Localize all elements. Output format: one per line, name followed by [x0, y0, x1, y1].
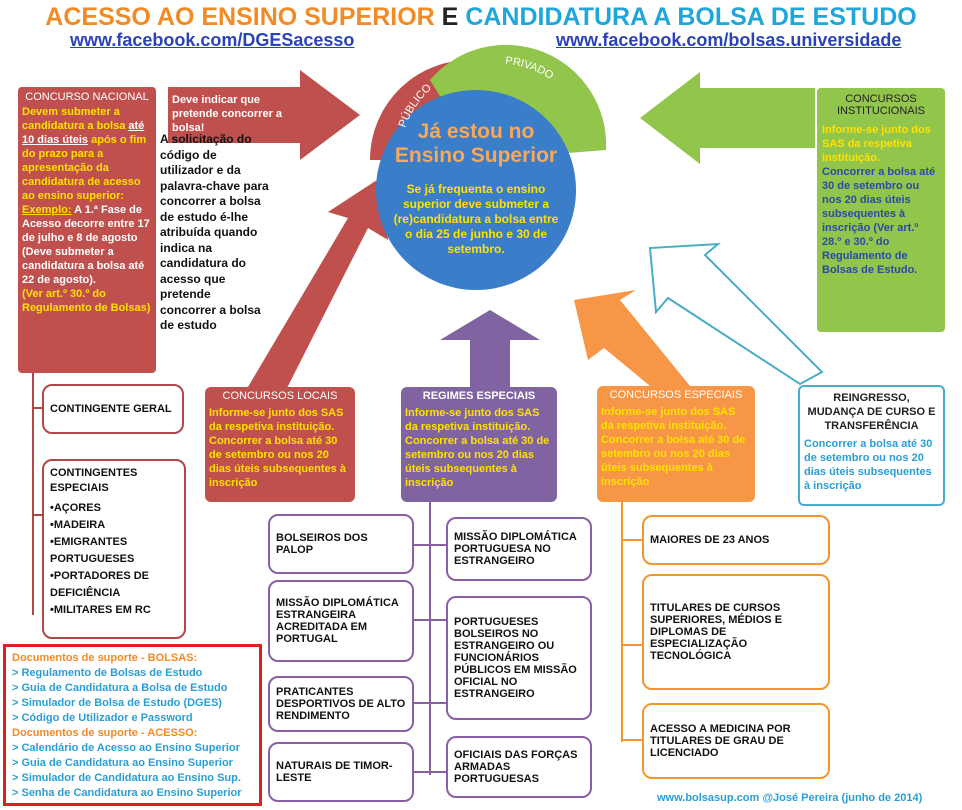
- arrow-locais: [245, 178, 388, 392]
- circle-title: Já estou no Ensino Superior: [386, 120, 566, 168]
- docs-acesso-title: Documentos de suporte - ACESSO:: [12, 727, 198, 739]
- especiais-p2: Concorrer a bolsa até 30 de setembro ou …: [601, 434, 746, 488]
- arrow-reingresso: [648, 242, 824, 386]
- regime-right-2: PORTUGUESES BOLSEIROS NO ESTRANGEIRO OU …: [446, 596, 592, 720]
- especiais-p1: Informe-se junto dos SAS da respetiva in…: [601, 406, 736, 432]
- arrow-especiais: [574, 290, 690, 386]
- box-concurso-nacional: CONCURSO NACIONAL Devem submeter a candi…: [18, 87, 156, 373]
- institucionais-title: CONCURSOS INSTITUCIONAIS: [836, 93, 925, 117]
- circle-title-line2: Ensino Superior: [394, 144, 558, 167]
- box-regimes-especiais: REGIMES ESPECIAIS Informe-se junto dos S…: [401, 387, 557, 502]
- page-title: ACESSO AO ENSINO SUPERIOR E CANDIDATURA …: [0, 3, 962, 32]
- nacional-body: Devem submeter a candidatura a bolsa até…: [22, 106, 151, 314]
- side-note: A solicitação do código de utilizador e …: [160, 132, 269, 332]
- list-item: •MILITARES EM RC: [50, 604, 151, 616]
- title-bolsa: CANDIDATURA A BOLSA DE ESTUDO: [465, 3, 917, 31]
- institucionais-p2: Concorrer a bolsa até 30 de setembro ou …: [822, 166, 936, 276]
- footer-credit: www.bolsasup.com @José Pereira (junho de…: [657, 792, 923, 804]
- doc-link-codigo[interactable]: > Código de Utilizador e Password: [12, 712, 193, 724]
- doc-link-calendario[interactable]: > Calendário de Acesso ao Ensino Superio…: [12, 742, 240, 754]
- regime-left-4: NATURAIS DE TIMOR-LESTE: [268, 742, 414, 802]
- regimes-p2: Concorrer a bolsa até 30 de setembro ou …: [405, 435, 550, 489]
- docs-box: Documentos de suporte - BOLSAS: > Regula…: [3, 644, 262, 806]
- contingentes-especiais-list: •AÇORES •MADEIRA •EMIGRANTES PORTUGUESES…: [50, 500, 178, 619]
- locais-title: CONCURSOS LOCAIS: [222, 390, 338, 402]
- doc-link-senha[interactable]: > Senha de Candidatura ao Ensino Superio…: [12, 787, 242, 799]
- link-facebook-dges[interactable]: www.facebook.com/DGESacesso: [70, 30, 355, 50]
- contingentes-especiais: CONTINGENTES ESPECIAIS •AÇORES •MADEIRA …: [42, 459, 186, 639]
- locais-p2: Concorrer a bolsa até 30 de setembro ou …: [209, 435, 346, 489]
- regimes-p1: Informe-se junto dos SAS da respetiva in…: [405, 407, 540, 433]
- main-circle: [376, 90, 576, 290]
- especial-item-2: TITULARES DE CURSOS SUPERIORES, MÉDIOS E…: [642, 574, 830, 690]
- regime-right-1: MISSÃO DIPLOMÁTICA PORTUGUESA NO ESTRANG…: [446, 517, 592, 581]
- arrow-institucionais: [640, 72, 815, 164]
- contingente-geral: CONTINGENTE GERAL: [42, 384, 184, 434]
- list-item: •PORTADORES DE DEFICIÊNCIA: [50, 570, 149, 599]
- box-concursos-institucionais: CONCURSOS INSTITUCIONAIS Informe-se junt…: [817, 88, 945, 332]
- doc-link-regulamento[interactable]: > Regulamento de Bolsas de Estudo: [12, 667, 203, 679]
- especial-item-3: ACESSO A MEDICINA POR TITULARES DE GRAU …: [642, 703, 830, 779]
- doc-link-guia-bolsa[interactable]: > Guia de Candidatura a Bolsa de Estudo: [12, 682, 228, 694]
- list-item: •AÇORES: [50, 502, 101, 514]
- doc-link-simulador-bolsa[interactable]: > Simulador de Bolsa de Estudo (DGES): [12, 697, 222, 709]
- locais-p1: Informe-se junto dos SAS da respetiva in…: [209, 407, 344, 433]
- docs-bolsas-title: Documentos de suporte - BOLSAS:: [12, 652, 198, 664]
- regime-left-3: PRATICANTES DESPORTIVOS DE ALTO RENDIMEN…: [268, 676, 414, 732]
- regime-left-1: BOLSEIROS DOS PALOP: [268, 514, 414, 574]
- reingresso-p1: Concorrer a bolsa até 30 de setembro ou …: [804, 438, 933, 492]
- reingresso-title: REINGRESSO, MUDANÇA DE CURSO E TRANSFERÊ…: [807, 392, 936, 432]
- regime-right-3: OFICIAIS DAS FORÇAS ARMADAS PORTUGUESAS: [446, 736, 592, 798]
- especiais-title: CONCURSOS ESPECIAIS: [609, 389, 743, 401]
- arrow-regimes: [440, 310, 540, 388]
- list-item: •EMIGRANTES PORTUGUESES: [50, 536, 135, 565]
- box-reingresso: REINGRESSO, MUDANÇA DE CURSO E TRANSFERÊ…: [798, 385, 945, 506]
- box-concursos-locais: CONCURSOS LOCAIS Informe-se junto dos SA…: [205, 387, 355, 502]
- doc-link-simulador-acesso[interactable]: > Simulador de Candidatura ao Ensino Sup…: [12, 772, 241, 784]
- circle-title-line1: Já estou no: [417, 120, 535, 143]
- arrow-note: Deve indicar que pretende concorrer a bo…: [172, 94, 283, 134]
- contingentes-especiais-title: CONTINGENTES ESPECIAIS: [50, 467, 138, 494]
- regime-left-2: MISSÃO DIPLOMÁTICA ESTRANGEIRA ACREDITAD…: [268, 580, 414, 662]
- list-item: •MADEIRA: [50, 519, 106, 531]
- title-acesso: ACESSO AO ENSINO SUPERIOR: [45, 3, 435, 31]
- circle-body: Se já frequenta o ensino superior deve s…: [393, 182, 559, 256]
- box-concursos-especiais: CONCURSOS ESPECIAIS Informe-se junto dos…: [597, 386, 755, 502]
- especial-item-1: MAIORES DE 23 ANOS: [642, 515, 830, 565]
- arrow-nacional: [168, 70, 360, 160]
- nacional-title: CONCURSO NACIONAL: [25, 91, 149, 103]
- title-e: E: [441, 3, 459, 31]
- regimes-title: REGIMES ESPECIAIS: [422, 390, 536, 402]
- doc-link-guia-acesso[interactable]: > Guia de Candidatura ao Ensino Superior: [12, 757, 233, 769]
- institucionais-p1: Informe-se junto dos SAS da respetiva in…: [822, 124, 931, 164]
- link-facebook-bolsas[interactable]: www.facebook.com/bolsas.universidade: [556, 30, 902, 50]
